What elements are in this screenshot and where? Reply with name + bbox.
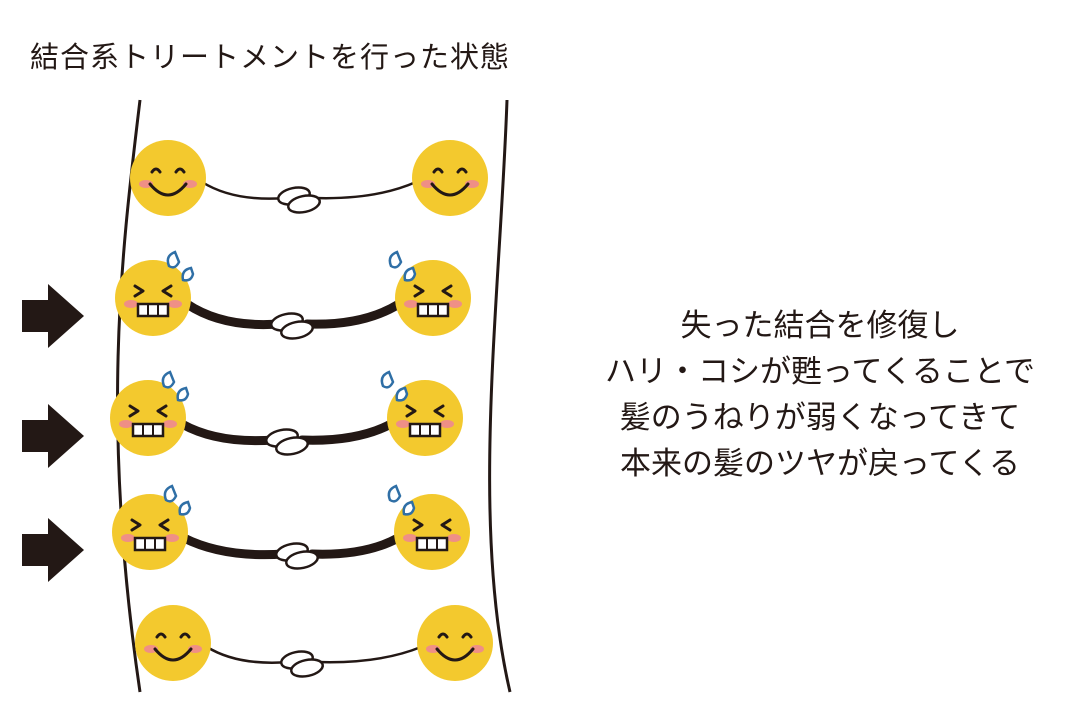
sweat-drop-icon: [166, 250, 195, 282]
description-line-4: 本来の髪のツヤが戻ってくる: [620, 446, 1020, 482]
sweat-drop-icon: [163, 484, 192, 516]
bond-line-left: [200, 180, 288, 200]
sweat-drop-icon: [387, 484, 416, 516]
bond-line-left: [205, 645, 291, 664]
right-arrow-icon: [22, 284, 84, 348]
bond-line-right: [307, 533, 403, 559]
bond-row: [22, 250, 471, 348]
bond-line-left: [182, 299, 284, 330]
bond-line-left: [177, 419, 279, 446]
bond-line-right: [315, 645, 423, 664]
smiling-face-icon: [417, 605, 493, 681]
handshake-icon: [280, 650, 324, 678]
sweat-drop-icon: [388, 250, 417, 282]
description-text: 失った結合を修復し ハリ・コシが甦ってくることで 髪のうねりが弱くなってきて 本…: [560, 303, 1080, 487]
description-line-1: 失った結合を修復し: [680, 308, 960, 344]
right-arrow-icon: [22, 404, 84, 468]
bond-row: [135, 605, 493, 681]
handshake-icon: [265, 428, 309, 456]
hair-strand-right: [488, 99, 512, 693]
sweat-drop-icon: [380, 370, 409, 402]
description-line-3: 髪のうねりが弱くなってきて: [619, 400, 1021, 436]
bond-row: [22, 484, 470, 582]
description-line-2: ハリ・コシが甦ってくることで: [605, 354, 1035, 390]
diagram-title: 結合系トリートメントを行った状態: [30, 40, 511, 74]
bond-line-right: [297, 419, 396, 445]
hair-strand-left: [116, 99, 142, 693]
straining-face-icon: [115, 260, 191, 336]
bond-line-right: [302, 299, 404, 329]
straining-face-icon: [110, 380, 186, 456]
straining-face-icon: [112, 494, 188, 570]
handshake-icon: [275, 542, 319, 570]
handshake-icon: [277, 186, 321, 214]
bond-row: [130, 140, 488, 216]
right-arrow-icon: [22, 518, 84, 582]
bond-line-left: [179, 533, 289, 560]
sweat-drop-icon: [161, 370, 190, 402]
smiling-face-icon: [412, 140, 488, 216]
bond-line-right: [312, 180, 418, 200]
smiling-face-icon: [130, 140, 206, 216]
smiling-face-icon: [135, 605, 211, 681]
handshake-icon: [270, 312, 314, 340]
bond-rows: [22, 140, 493, 681]
bond-row: [22, 370, 463, 468]
